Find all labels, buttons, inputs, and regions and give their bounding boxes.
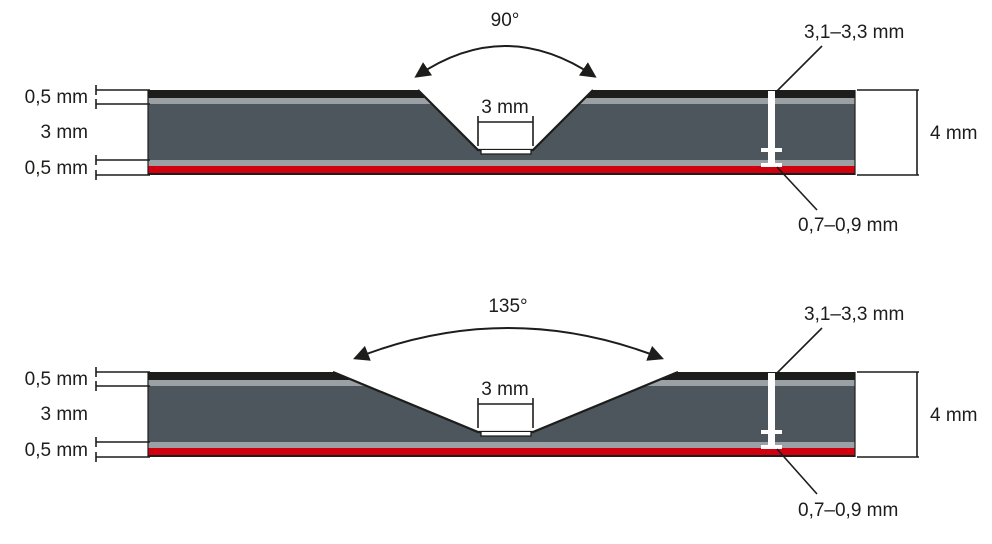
groove-width-dimension: 3 mm bbox=[477, 379, 534, 428]
groove-depth-label: 3,1–3,3 mm bbox=[804, 22, 904, 43]
leader-line bbox=[776, 448, 818, 495]
bottom-adhesive-strip bbox=[148, 442, 855, 448]
layer-dimensions: 0,5 mm 3 mm 0,5 mm bbox=[25, 367, 150, 462]
groove-width-label: 3 mm bbox=[481, 379, 529, 400]
remaining-gauge-crossbar bbox=[761, 163, 782, 167]
leader-line bbox=[775, 327, 823, 375]
groove-bottom-notch bbox=[480, 150, 532, 155]
total-thickness-dimension: 4 mm bbox=[857, 371, 978, 458]
groove-cutout bbox=[333, 371, 678, 432]
depth-gauge-bar bbox=[768, 91, 775, 148]
leader-line bbox=[775, 45, 823, 93]
total-thickness-label: 4 mm bbox=[930, 405, 978, 426]
layer-label-core: 3 mm bbox=[41, 122, 89, 143]
remaining-thickness-label: 0,7–0,9 mm bbox=[798, 500, 898, 521]
total-thickness-dimension: 4 mm bbox=[857, 89, 978, 176]
diagram-90-degree: 3 mm 90° 0,5 mm 3 mm 0,5 mm 4 mm bbox=[25, 10, 978, 236]
layer-dimensions: 0,5 mm 3 mm 0,5 mm bbox=[25, 85, 150, 180]
layer-label-core: 3 mm bbox=[41, 404, 89, 425]
angle-annotation: 135° bbox=[353, 296, 664, 361]
depth-gauge-bar bbox=[768, 373, 775, 430]
remaining-gauge-crossbar bbox=[761, 445, 782, 449]
groove-width-dimension: 3 mm bbox=[477, 97, 534, 146]
angle-arc-arrow bbox=[353, 327, 664, 361]
depth-gauge-crossbar bbox=[761, 148, 782, 152]
callouts: 3,1–3,3 mm 0,7–0,9 mm bbox=[775, 22, 904, 236]
angle-label: 90° bbox=[491, 10, 520, 31]
remaining-thickness-label: 0,7–0,9 mm bbox=[798, 215, 898, 236]
angle-arc-arrow bbox=[414, 45, 597, 78]
total-thickness-label: 4 mm bbox=[930, 123, 978, 144]
angle-annotation: 90° bbox=[414, 10, 597, 78]
groove-depth-label: 3,1–3,3 mm bbox=[804, 304, 904, 325]
diagram-135-degree: 3 mm 135° 0,5 mm 3 mm 0,5 mm 4 mm bbox=[25, 296, 978, 521]
bottom-cover-layer bbox=[148, 448, 855, 455]
bottom-cover-layer bbox=[148, 166, 855, 173]
depth-gauge-crossbar bbox=[761, 430, 782, 434]
callouts: 3,1–3,3 mm 0,7–0,9 mm bbox=[775, 304, 904, 521]
layer-label-top: 0,5 mm bbox=[25, 87, 88, 108]
layer-label-bottom: 0,5 mm bbox=[25, 440, 88, 461]
remaining-gauge-bar bbox=[768, 434, 775, 446]
depth-gauge bbox=[761, 373, 782, 449]
depth-gauge bbox=[761, 91, 782, 167]
bottom-adhesive-strip bbox=[148, 160, 855, 166]
remaining-gauge-bar bbox=[768, 152, 775, 164]
layer-label-top: 0,5 mm bbox=[25, 369, 88, 390]
bottom-edge-line bbox=[148, 455, 855, 457]
groove-cutout bbox=[418, 89, 593, 150]
groove-bottom-notch bbox=[480, 432, 532, 437]
leader-line bbox=[776, 166, 818, 211]
groove-width-label: 3 mm bbox=[481, 97, 529, 118]
layer-label-bottom: 0,5 mm bbox=[25, 158, 88, 179]
angle-label: 135° bbox=[488, 296, 527, 317]
bottom-edge-line bbox=[148, 173, 855, 175]
